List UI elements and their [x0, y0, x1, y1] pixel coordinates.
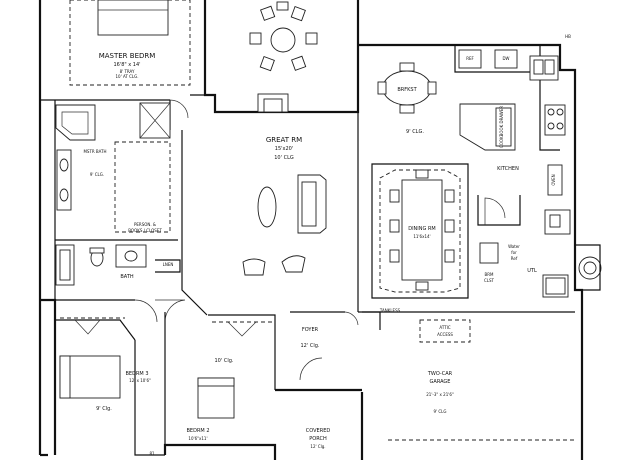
dining-rm-name: DINING RM — [408, 226, 436, 232]
hall-bath: BATH LNEN — [55, 244, 181, 286]
coffee-table-icon — [257, 186, 277, 228]
foyer-ceiling: 12' Clg. — [301, 343, 320, 349]
water-line3: Ref — [511, 256, 518, 261]
bedrooms: BEDRM 3 12' x 10'6" 9' Clg. 10' Clg. BED… — [55, 299, 276, 456]
dining-table-icon — [401, 179, 443, 281]
util-label: UTL — [527, 268, 537, 274]
oven-icon — [547, 164, 563, 196]
corner-mark: 81 — [149, 451, 155, 456]
great-rm-name: GREAT RM — [266, 136, 302, 144]
dining-rm-size: 11'6x14' — [413, 234, 430, 239]
tub-icon — [55, 104, 96, 141]
master-bath: MSTR BATH 9' CLG. PERSON. & BOOKS / CLOS… — [54, 100, 178, 300]
dishwasher-icon — [494, 49, 518, 69]
bath-name: BATH — [120, 274, 134, 280]
master-bedrm-note1: 8' TRAY — [120, 69, 135, 74]
bedrm2-size: 10'6"x11' — [188, 436, 207, 441]
master-bedrm-name: MASTER BEDRM — [99, 52, 156, 60]
garage-ceiling: 9' CLG — [433, 409, 446, 414]
brfkst-ceiling: 9' CLG. — [406, 129, 424, 135]
closet-note2: BOOKS / CLOSET — [128, 228, 162, 233]
tankless-label: TANKLESS — [379, 308, 401, 313]
garage: ATTIC ACCESS TWO-CAR GARAGE 21'-3" x 21'… — [149, 272, 575, 456]
foyer-porch: FOYER 12' Clg. COVERED PORCH 12' Clg. — [290, 311, 381, 449]
round-table-icon — [270, 27, 296, 53]
bed-icon — [97, 0, 169, 36]
master-bedroom: MASTER BEDRM 16'8" x 14' 8' TRAY 10' AT … — [40, 0, 205, 130]
cookbook-label: COOKBOOK DRAWER — [499, 106, 504, 148]
great-rm-ceiling: 10' CLG — [274, 155, 294, 161]
garage-size: 21'-3" x 21'6" — [426, 392, 454, 397]
lnen-label: LNEN — [163, 262, 174, 267]
mstr-bath-ceiling: 9' CLG. — [90, 172, 104, 177]
bedrm3-name: BEDRM 3 — [126, 371, 149, 377]
water-line2: for — [511, 250, 517, 255]
bedrm2-name: BEDRM 2 — [187, 428, 210, 434]
kitchen-name: KITCHEN — [497, 166, 519, 172]
oven-label: OVEN — [551, 174, 556, 185]
laundry-sink-icon — [544, 209, 571, 235]
garage-name: TWO-CAR — [427, 371, 453, 377]
brfkst-name: BRFKST — [397, 87, 417, 93]
ref-label: REF — [466, 56, 474, 61]
hb-label: HB — [565, 34, 571, 39]
bedrm3-ceiling: 9' Clg. — [96, 406, 112, 412]
attic-label2: ACCESS — [437, 332, 453, 337]
foyer-name: FOYER — [302, 327, 319, 333]
chair-icon — [242, 258, 266, 276]
hall-ceiling: 10' Clg. — [215, 358, 234, 364]
dw-label: DW — [502, 56, 509, 61]
water-line1: Water — [508, 244, 520, 249]
attic-label: ATTIC — [439, 325, 450, 330]
great-rm-size: 15'x20' — [275, 146, 293, 152]
closet-note1: PERSON. & — [134, 222, 156, 227]
porch-ceiling: 12' Clg. — [310, 444, 325, 449]
porch-name2: PORCH — [309, 436, 327, 442]
chair-icon-2 — [281, 255, 306, 273]
brm-clst-label2: CLST — [484, 278, 495, 283]
kitchen-area: BRFKST 9' CLG. REF DW COOKBOOK DRAWER OV… — [377, 34, 602, 298]
refrigerator-icon — [458, 49, 482, 69]
master-bedrm-size: 16'8" x 14' — [113, 62, 140, 68]
garage-name2: GARAGE — [430, 379, 451, 385]
mstr-bath-name: MSTR BATH — [83, 149, 106, 154]
master-bedrm-note2: 10' AT CLG. — [116, 74, 139, 79]
dining-room: DINING RM 11'6x14' TANKLESS — [371, 163, 469, 313]
great-room: GREAT RM 15'x20' 10' CLG — [181, 1, 359, 316]
brm-clst-label: BRM — [485, 272, 495, 277]
bedrm3-size: 12' x 10'6" — [129, 378, 151, 383]
porch-name: COVERED — [306, 428, 331, 434]
